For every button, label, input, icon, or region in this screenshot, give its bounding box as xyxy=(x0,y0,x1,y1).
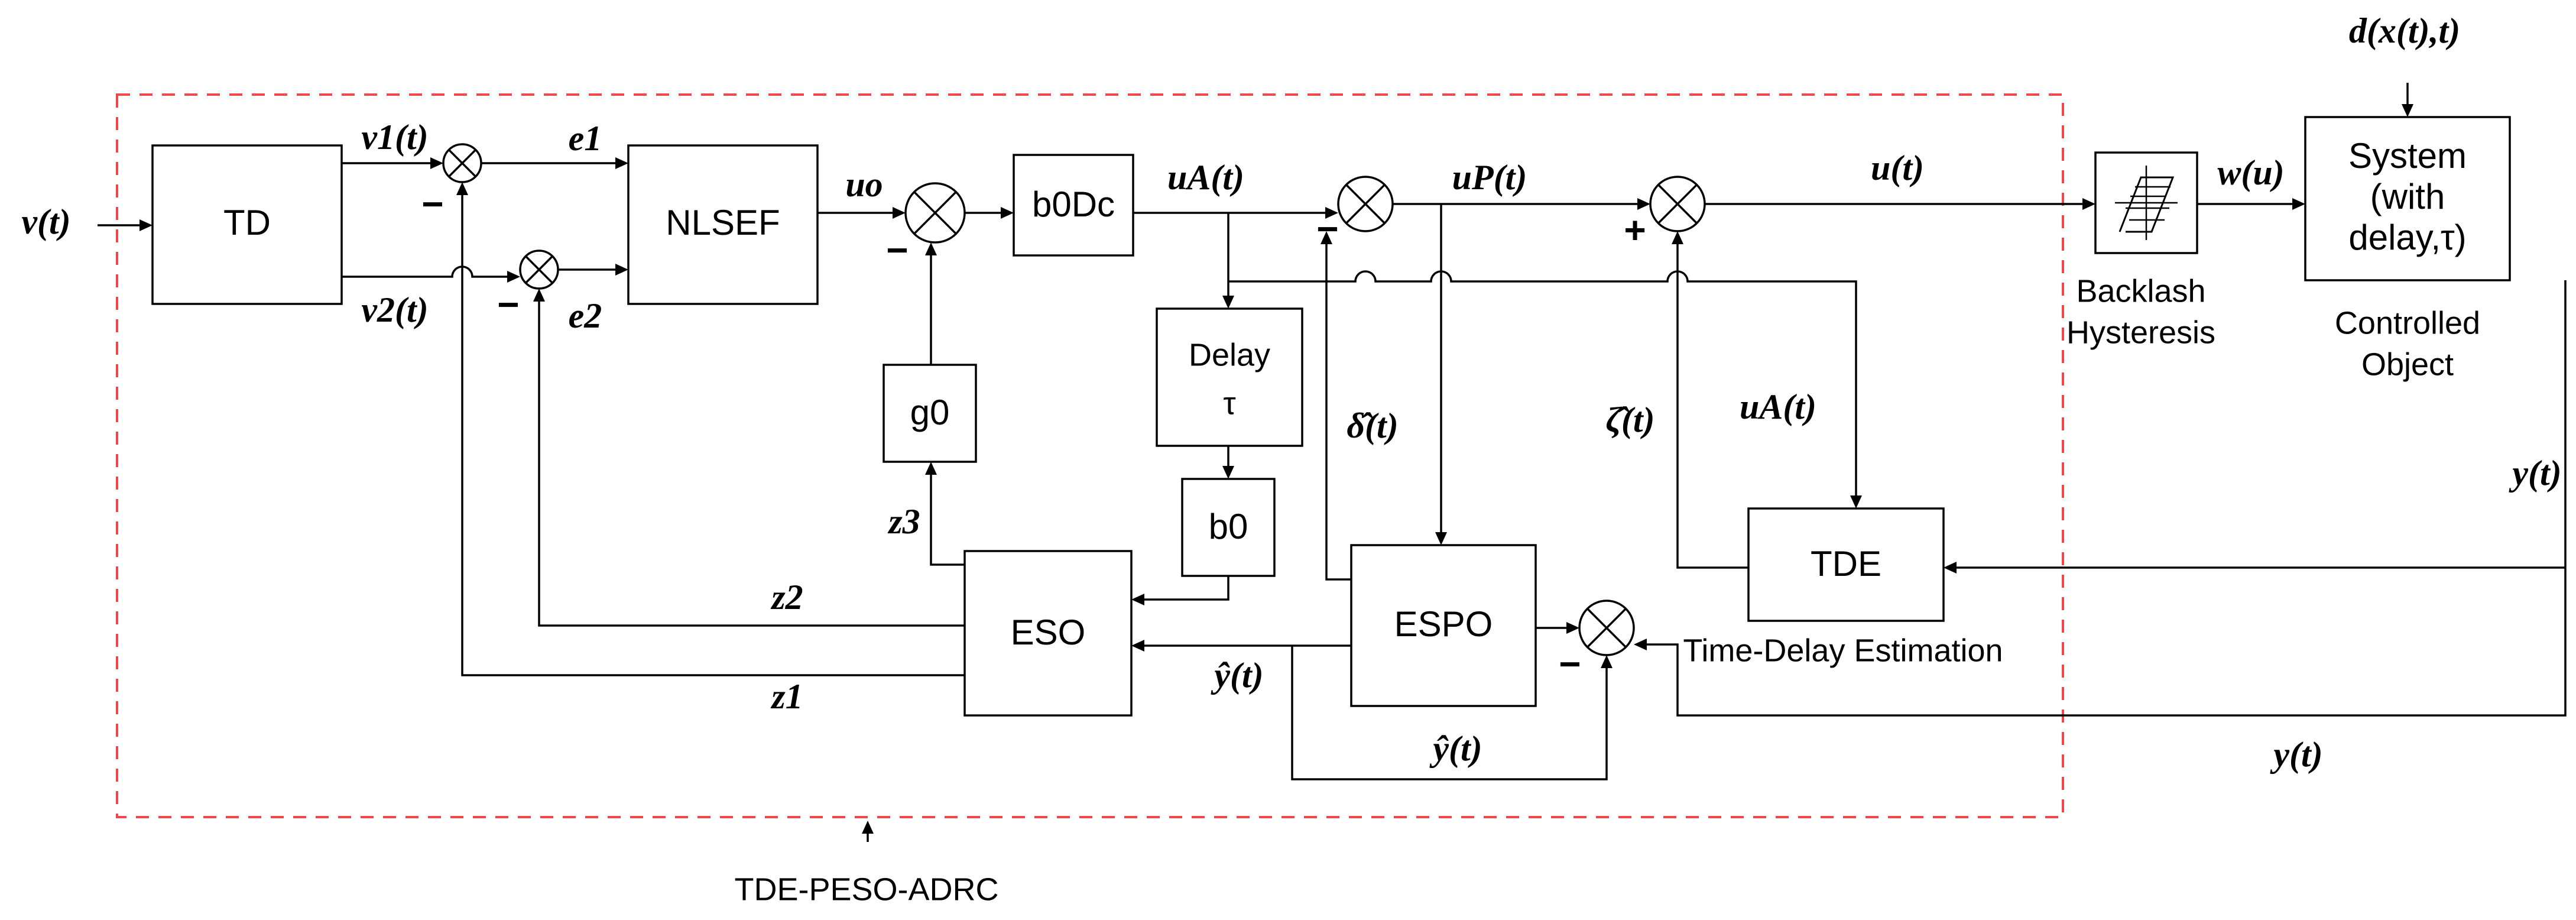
signal-uo-label: uo xyxy=(845,165,883,204)
signal-y-hat-label-2: ŷ(t) xyxy=(1429,729,1482,768)
system-label-3: delay,τ) xyxy=(2348,218,2466,257)
sign-plus-5: + xyxy=(1624,209,1646,251)
backlash-block xyxy=(2094,151,2198,254)
backlash-caption-2: Hysteresis xyxy=(2066,315,2215,350)
controller-frame xyxy=(116,93,2064,818)
signal-uA-tde-label: uA(t) xyxy=(1740,387,1816,426)
delay-label: Delay xyxy=(1189,337,1270,372)
nlsef-block: NLSEF xyxy=(627,144,819,305)
eso-label: ESO xyxy=(1011,613,1086,652)
sum-junction-1 xyxy=(442,143,482,183)
delay-block: Delay τ xyxy=(1156,307,1303,447)
g0-label: g0 xyxy=(910,393,950,432)
backlash-caption-1: Backlash xyxy=(2076,273,2205,309)
signal-z3-label: z3 xyxy=(887,502,920,541)
sum-junction-5 xyxy=(1649,176,1706,232)
b0-label: b0 xyxy=(1209,507,1248,546)
controlled-caption-1: Controlled xyxy=(2335,305,2480,341)
signal-y-right-label: y(t) xyxy=(2509,453,2561,493)
signal-z1-label: z1 xyxy=(770,677,803,716)
signal-w-label: w(u) xyxy=(2217,153,2284,192)
sum-junction-3 xyxy=(904,182,966,244)
b0dc-block: b0Dc xyxy=(1013,154,1134,257)
sign-minus-2: − xyxy=(497,283,519,326)
td-block: TD xyxy=(151,144,343,305)
signal-e2-label: e2 xyxy=(569,296,602,335)
signal-v2-label: v2(t) xyxy=(361,290,428,329)
espo-block: ESPO xyxy=(1350,544,1537,707)
b0dc-label: b0Dc xyxy=(1032,184,1115,224)
sum-junction-6 xyxy=(1578,600,1635,656)
sum-junction-4 xyxy=(1337,176,1394,232)
system-label-2: (with xyxy=(2370,177,2445,216)
arrowheads xyxy=(139,104,2413,834)
signal-z2-label: z2 xyxy=(770,578,803,617)
sign-minus-1: − xyxy=(421,183,443,225)
hysteresis-icon xyxy=(2115,166,2178,240)
sum-junction-2 xyxy=(519,250,559,290)
tde-full-caption: Time-Delay Estimation xyxy=(1683,633,2003,668)
tde-label: TDE xyxy=(1811,544,1881,584)
signal-lines xyxy=(98,83,2567,842)
system-label-1: System xyxy=(2348,136,2467,176)
signal-disturbance-label: d(x(t),t) xyxy=(2349,11,2460,50)
controlled-caption-2: Object xyxy=(2361,346,2454,382)
signal-y-hat-label-1: ŷ(t) xyxy=(1211,656,1263,695)
sign-minus-3: − xyxy=(886,229,908,271)
g0-block: g0 xyxy=(883,364,977,463)
signal-uP-label: uP(t) xyxy=(1452,158,1527,197)
system-block: System (with delay,τ) xyxy=(2304,116,2511,281)
b0-block: b0 xyxy=(1181,478,1276,577)
signal-v-label: v(t) xyxy=(21,202,70,241)
tde-block: TDE xyxy=(1747,507,1945,622)
signal-y-bottom-label: y(t) xyxy=(2270,735,2322,774)
nlsef-label: NLSEF xyxy=(666,203,780,242)
delay-tau-label: τ xyxy=(1223,386,1235,421)
signal-v1-label: v1(t) xyxy=(361,118,428,157)
espo-label: ESPO xyxy=(1394,604,1493,644)
signal-delta-hat-label: δ̂(t) xyxy=(1347,406,1398,445)
sign-minus-6: − xyxy=(1559,643,1581,685)
frame-label: TDE-PESO-ADRC xyxy=(734,872,998,907)
td-label: TD xyxy=(223,203,271,242)
signal-e1-label: e1 xyxy=(569,119,602,158)
signal-zeta-hat-label: ζ̂(t) xyxy=(1605,400,1654,439)
sign-minus-4: − xyxy=(1316,208,1338,250)
signal-uA-label: uA(t) xyxy=(1167,158,1244,197)
signal-u-label: u(t) xyxy=(1871,148,1924,187)
eso-block: ESO xyxy=(963,550,1133,717)
